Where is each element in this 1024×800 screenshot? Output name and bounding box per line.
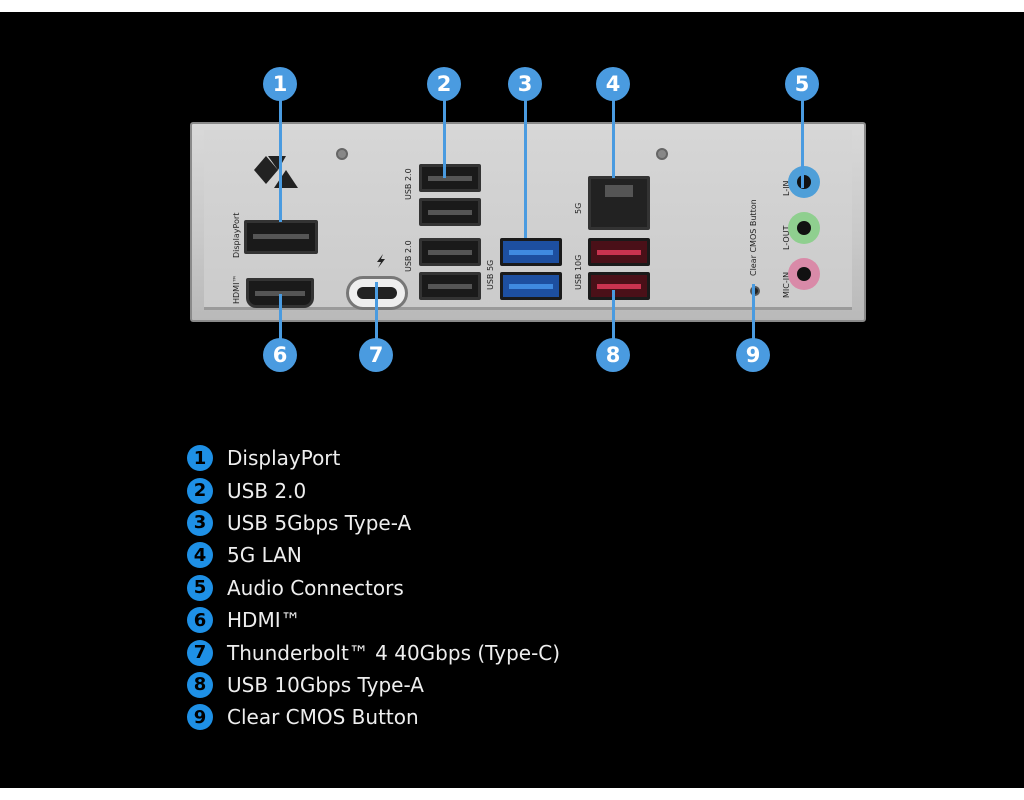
legend-label: Audio Connectors [227, 575, 404, 600]
legend-number: 6 [187, 607, 213, 634]
usb20-label: USB 2.0 [404, 168, 413, 200]
legend-item: 1 DisplayPort [187, 442, 560, 474]
legend-item: 8 USB 10Gbps Type-A [187, 669, 560, 701]
usb20-port [419, 272, 481, 300]
io-shield-panel: DisplayPort HDMI™ USB 2.0 USB 2.0 USB 5G… [190, 122, 866, 322]
usb20-port [419, 238, 481, 266]
callout-leader-line [443, 98, 446, 178]
clear-cmos-button[interactable] [750, 286, 760, 296]
line-out-jack [788, 212, 820, 244]
callout-leader-line [801, 98, 804, 188]
callout-9: 9 [736, 338, 770, 372]
usb20-port [419, 164, 481, 192]
callout-leader-line [524, 98, 527, 238]
screw-icon [656, 148, 668, 160]
callout-leader-line [612, 290, 615, 352]
legend-label: 5G LAN [227, 543, 302, 568]
legend-label: USB 10Gbps Type-A [227, 672, 424, 697]
legend-label: DisplayPort [227, 446, 341, 471]
usb10g-port [588, 272, 650, 300]
usb10g-port [588, 238, 650, 266]
mic-in-jack [788, 258, 820, 290]
thunderbolt-icon [377, 254, 385, 268]
callout-leader-line [279, 294, 282, 354]
cmos-label: Clear CMOS Button [749, 199, 758, 276]
callout-7: 7 [359, 338, 393, 372]
legend-number: 5 [187, 574, 213, 601]
brand-logo-icon [254, 156, 298, 188]
io-panel-figure: DisplayPort HDMI™ USB 2.0 USB 2.0 USB 5G… [0, 12, 1024, 788]
usb5g-port [500, 238, 562, 266]
screw-icon [336, 148, 348, 160]
legend-item: 5 Audio Connectors [187, 572, 560, 604]
callout-leader-line [752, 284, 755, 354]
line-in-jack [788, 166, 820, 198]
displayport-port [244, 220, 318, 254]
callout-leader-line [375, 282, 378, 352]
callout-4: 4 [596, 67, 630, 101]
legend-label: USB 2.0 [227, 478, 307, 503]
legend-number: 1 [187, 445, 213, 472]
legend-item: 9 Clear CMOS Button [187, 701, 560, 733]
legend-number: 9 [187, 704, 213, 731]
callout-3: 3 [508, 67, 542, 101]
lan-port [588, 176, 650, 230]
legend-item: 3 USB 5Gbps Type-A [187, 507, 560, 539]
usb20-label: USB 2.0 [404, 240, 413, 272]
callout-5: 5 [785, 67, 819, 101]
legend-number: 2 [187, 477, 213, 504]
legend-item: 7 Thunderbolt™ 4 40Gbps (Type-C) [187, 636, 560, 668]
legend-item: 2 USB 2.0 [187, 474, 560, 506]
legend-label: USB 5Gbps Type-A [227, 510, 412, 535]
legend-label: Thunderbolt™ 4 40Gbps (Type-C) [227, 640, 561, 665]
legend-number: 8 [187, 671, 213, 698]
usb5g-port [500, 272, 562, 300]
usb20-port [419, 198, 481, 226]
legend-number: 4 [187, 542, 213, 569]
callout-leader-line [612, 98, 615, 178]
callout-2: 2 [427, 67, 461, 101]
legend-label: Clear CMOS Button [227, 705, 419, 730]
callout-1: 1 [263, 67, 297, 101]
legend-item: 6 HDMI™ [187, 604, 560, 636]
lan-label: 5G [574, 202, 583, 214]
legend-item: 4 5G LAN [187, 539, 560, 571]
hdmi-label: HDMI™ [232, 274, 241, 304]
callout-6: 6 [263, 338, 297, 372]
legend-number: 3 [187, 509, 213, 536]
panel-face: DisplayPort HDMI™ USB 2.0 USB 2.0 USB 5G… [204, 130, 852, 310]
usb5g-label: USB 5G [486, 259, 495, 290]
callout-leader-line [279, 98, 282, 222]
legend-number: 7 [187, 639, 213, 666]
legend-label: HDMI™ [227, 608, 301, 633]
usb10g-label: USB 10G [574, 254, 583, 290]
displayport-label: DisplayPort [232, 212, 241, 258]
callout-8: 8 [596, 338, 630, 372]
